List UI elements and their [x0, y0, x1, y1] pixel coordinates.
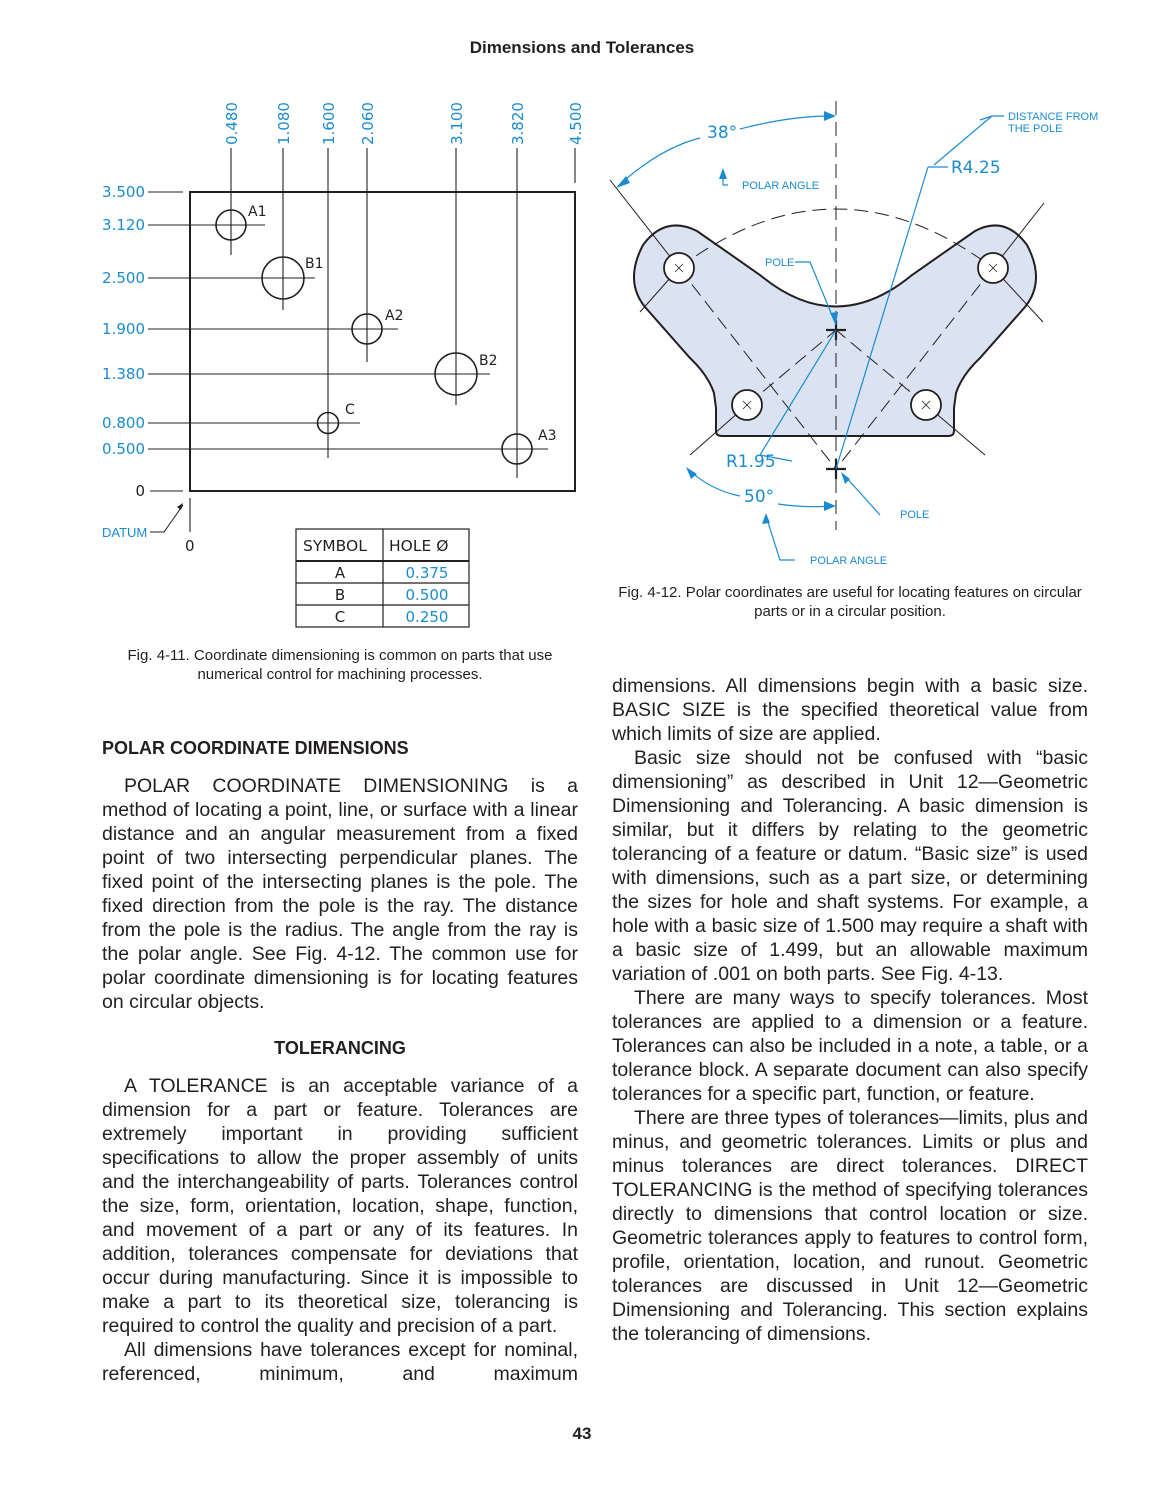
top-label-2060: 2.060 — [359, 102, 377, 145]
heading-tolerancing: TOLERANCING — [274, 1038, 406, 1058]
hole-label-c: C — [345, 402, 355, 418]
top-label-4500: 4.500 — [567, 102, 585, 145]
distance-from-pole-label: DISTANCE FROM — [1008, 111, 1098, 123]
table-header-symbol: SYMBOL — [303, 537, 367, 555]
figure-4-11-caption: Fig. 4-11. Coordinate dimensioning is co… — [127, 647, 553, 683]
radius-bottom-label: R1.95 — [726, 452, 776, 472]
table-row-a-value: 0.375 — [406, 564, 449, 582]
paragraph-tolerance: A TOLERANCE is an acceptable variance of… — [102, 1075, 578, 1337]
datum-label: DATUM — [102, 525, 147, 540]
zero-y-label: 0 — [135, 482, 145, 500]
top-label-3820: 3.820 — [509, 102, 527, 145]
running-header: Dimensions and Tolerances — [469, 38, 695, 57]
top-label-3100: 3.100 — [448, 102, 466, 145]
table-header-hole: HOLE Ø — [389, 537, 448, 555]
left-label-0800: 0.800 — [102, 414, 145, 432]
top-label-1080: 1.080 — [275, 102, 293, 145]
hole-a2 — [351, 313, 383, 345]
hole-label-a2: A2 — [385, 308, 403, 324]
hole-label-b2: B2 — [479, 353, 498, 369]
table-row-c-symbol: C — [335, 608, 345, 626]
paragraph-all-dimensions: All dimensions have tolerances except fo… — [102, 1339, 578, 1385]
pole-bottom-label: POLE — [900, 509, 929, 521]
polar-angle-bottom-label: POLAR ANGLE — [810, 555, 887, 567]
hole-a1 — [215, 209, 247, 241]
left-label-3120: 3.120 — [102, 216, 145, 234]
page-number: 43 — [572, 1424, 592, 1443]
top-label-0480: 0.480 — [223, 102, 241, 145]
left-label-1380: 1.380 — [102, 365, 145, 383]
left-label-2500: 2.500 — [102, 269, 145, 287]
radius-top-label: R4.25 — [951, 158, 1001, 178]
table-row-b-symbol: B — [335, 586, 345, 604]
paragraph-basic-dimensioning: Basic size should not be confused with “… — [612, 747, 1088, 985]
hole-c — [316, 411, 340, 435]
left-label-3500: 3.500 — [102, 183, 145, 201]
angle-bottom-label: 50° — [744, 487, 774, 507]
datum-leader — [150, 504, 184, 533]
table-row-b-value: 0.500 — [406, 586, 449, 604]
hole-label-a1: A1 — [248, 204, 266, 220]
distance-from-pole-label-2: THE POLE — [1008, 123, 1062, 135]
table-row-a-symbol: A — [335, 564, 346, 582]
polar-angle-top-label: POLAR ANGLE — [742, 180, 819, 192]
pole-top-label: POLE — [765, 257, 794, 269]
figure-4-12-caption: Fig. 4-12. Polar coordinates are useful … — [618, 584, 1082, 620]
left-label-0500: 0.500 — [102, 440, 145, 458]
paragraph-basic-size: dimensions. All dimensions begin with a … — [612, 675, 1088, 745]
hole-label-a3: A3 — [538, 428, 556, 444]
zero-x-label: 0 — [185, 537, 195, 555]
heading-polar-coordinate-dimensions: POLAR COORDINATE DIMENSIONS — [102, 738, 409, 758]
paragraph-ways-to-specify: There are many ways to specify tolerance… — [612, 987, 1088, 1105]
table-row-c-value: 0.250 — [406, 608, 449, 626]
top-label-1600: 1.600 — [320, 102, 338, 145]
right-column: dimensions. All dimensions begin with a … — [612, 674, 1088, 1346]
figure-4-12-drawing: 38° POLAR ANGLE DISTANCE FROM THE POLE R… — [609, 101, 1098, 567]
hole-table — [295, 528, 470, 628]
angle-top-label: 38° — [707, 123, 737, 143]
left-column: POLAR COORDINATE DIMENSIONS POLAR COORDI… — [102, 736, 578, 1386]
hole-a3 — [501, 433, 533, 465]
part-outline — [189, 191, 576, 492]
left-label-1900: 1.900 — [102, 320, 145, 338]
paragraph-three-types: There are three types of tolerances—limi… — [612, 1107, 1088, 1345]
paragraph-polar-coordinate: POLAR COORDINATE DIMENSIONING is a metho… — [102, 775, 578, 1013]
hole-label-b1: B1 — [305, 256, 324, 272]
hole-b2 — [434, 352, 478, 396]
hole-b1 — [261, 256, 305, 300]
